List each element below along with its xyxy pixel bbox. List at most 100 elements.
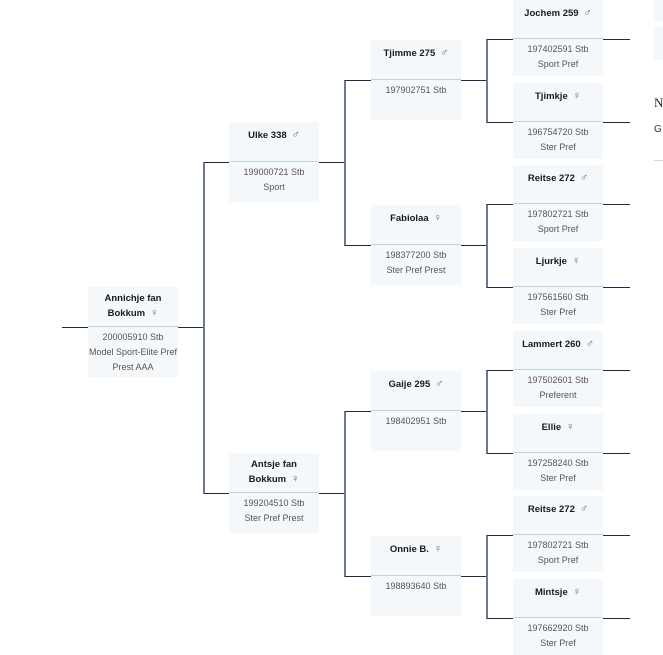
registration-number: 197258240 Stb [527,458,589,468]
horse-titles: Ster Pref [540,473,576,483]
horse-name: Tjimkje ♀ [513,83,603,122]
horse-name: Gaije 295 ♂ [371,371,461,411]
registration-number: 197802721 Stb [527,540,589,550]
horse-name-text: Tjimme 275 [383,48,436,59]
horse-name-label: Reitse 272♂ [528,502,588,517]
connector-gen3-vertical [486,370,488,454]
sex-icon: ♀ [566,421,575,433]
registration-number: 199000721 Stb [243,167,305,177]
side-text: G [654,124,662,135]
horse-name: Fabiolaa♀ [371,205,461,245]
horse-name-text: Gaije 295 [388,379,431,390]
connector-gen1-vertical [203,162,205,494]
horse-name-label: Ellie♀ [542,420,575,435]
horse-info: 198402951 Stb [371,411,461,451]
horse-titles: Ster Pref [540,638,576,648]
horse-titles: Preferent [539,390,577,400]
horse-name-label: Reitse 272 ♂ [528,171,588,186]
horse-name-label: Gaije 295 ♂ [389,377,444,392]
registration-number: 196754720 Stb [527,127,589,137]
horse-name-label: Onnie B. ♀ [390,542,442,557]
sex-icon: ♂ [579,172,589,184]
sex-icon: ♀ [150,307,159,319]
sex-icon: ♂ [585,338,594,350]
horse-name: Annichje fan Bokkum♀ [88,287,178,327]
horse-name-text: Ljurkje [535,256,567,267]
registration-number: 197802721 Stb [527,209,589,219]
horse-card-dam-sire[interactable]: Gaije 295 ♂ 198402951 Stb [371,371,461,451]
horse-name: Ulke 338♂ [229,122,319,162]
horse-info: 198893640 Stb [371,576,461,616]
sex-icon: ♀ [572,90,581,102]
horse-name-label: Jochem 259♂ [524,6,592,21]
horse-titles: Sport Pref [537,555,579,565]
sex-icon: ♂ [435,378,444,390]
horse-titles: Sport Pref [537,59,579,69]
horse-name-text: Reitse 272 [527,504,575,515]
horse-titles: Ster Pref [540,142,576,152]
horse-name-label: Ljurkje ♀ [536,254,580,269]
horse-titles: Ster Pref [540,307,576,317]
horse-name-text: Lammert 260 [522,339,581,350]
horse-titles: Sport [263,182,285,192]
connector-gen2-vertical-dam [344,411,346,577]
horse-name-text: Onnie B. [389,544,429,555]
registration-number: 197402591 Stb [527,44,589,54]
horse-name-label: Ulke 338♂ [248,128,300,143]
horse-titles: Model Sport-Elite Pref Prest AAA [88,347,178,372]
registration-number: 198402951 Stb [385,416,447,426]
registration-number: 197502601 Stb [527,375,589,385]
sex-icon: ♀ [291,473,300,485]
horse-name: Onnie B. ♀ [371,536,461,576]
horse-name-text: Tjimkje [535,91,568,102]
horse-name-label: Tjimkje ♀ [535,89,581,104]
horse-name-label: Lammert 260 ♂ [522,337,594,352]
sex-icon: ♀ [571,255,581,267]
horse-name: Reitse 272♂ [513,496,603,535]
horse-name-label: Annichje fan Bokkum♀ [96,291,170,321]
connector-gen2-vertical-sire [344,80,346,246]
horse-name: Reitse 272 ♂ [513,165,603,204]
connector-gen3-vertical [486,535,488,619]
horse-name-text: Annichje fan Bokkum [104,293,162,319]
side-divider [654,160,663,161]
connector-gen3-vertical [486,39,488,123]
sex-icon: ♀ [433,543,443,555]
horse-name-text: Reitse 272 [527,173,575,184]
side-heading: N [654,95,663,110]
registration-number: 200005910 Stb [102,332,164,342]
horse-card-dam-dam[interactable]: Onnie B. ♀ 198893640 Stb [371,536,461,616]
horse-name: Ellie♀ [513,414,603,453]
horse-titles: Ster Pref Prest [386,265,446,275]
connector-gen3-vertical [486,204,488,288]
sex-icon: ♀ [572,586,581,598]
registration-number: 197662920 Stb [527,623,589,633]
horse-card-sire-sire[interactable]: Tjimme 275♂197902751 Stb [371,40,461,120]
horse-name: Ljurkje ♀ [513,248,603,287]
horse-titles: Sport Pref [537,224,579,234]
sex-icon: ♀ [433,212,442,224]
sex-icon: ♂ [440,47,449,59]
registration-number: 198893640 Stb [385,581,447,591]
